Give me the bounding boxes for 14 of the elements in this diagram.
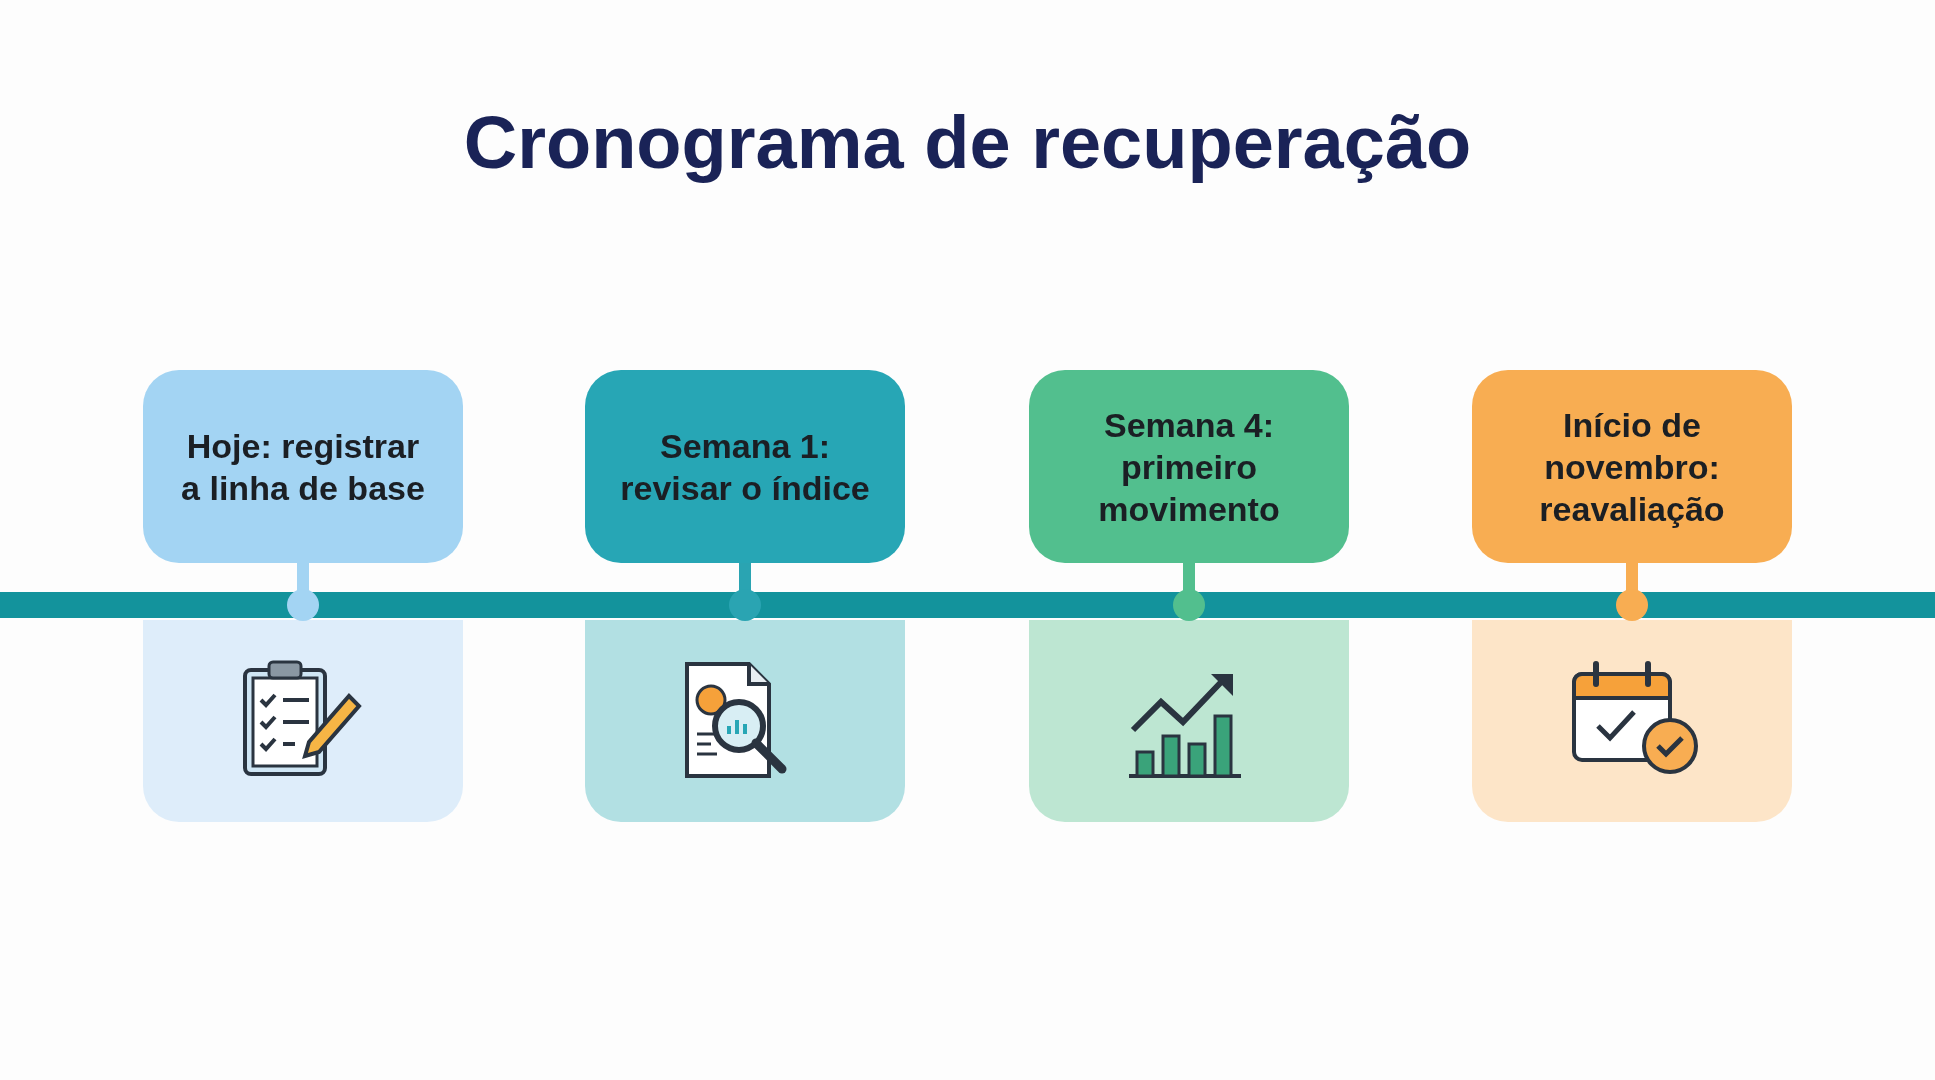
- timeline-connector: [1616, 563, 1648, 621]
- timeline-connector: [729, 563, 761, 621]
- milestone-box: [143, 370, 463, 563]
- milestone-label: Hoje: registrar a linha de base: [180, 425, 426, 509]
- milestone-box: [1472, 370, 1792, 563]
- milestone-label: Início de novembro: reavaliação: [1538, 404, 1726, 530]
- timeline-bar: [0, 592, 1935, 618]
- milestone-box: [1029, 370, 1349, 563]
- milestone-label: Semana 4: primeiro movimento: [1097, 404, 1281, 530]
- milestone-box: [585, 370, 905, 563]
- milestone-label: Semana 1: revisar o índice: [619, 425, 871, 509]
- title: Cronograma de recuperação: [462, 100, 1473, 185]
- timeline-connector: [1173, 563, 1205, 621]
- timeline-connector: [287, 563, 319, 621]
